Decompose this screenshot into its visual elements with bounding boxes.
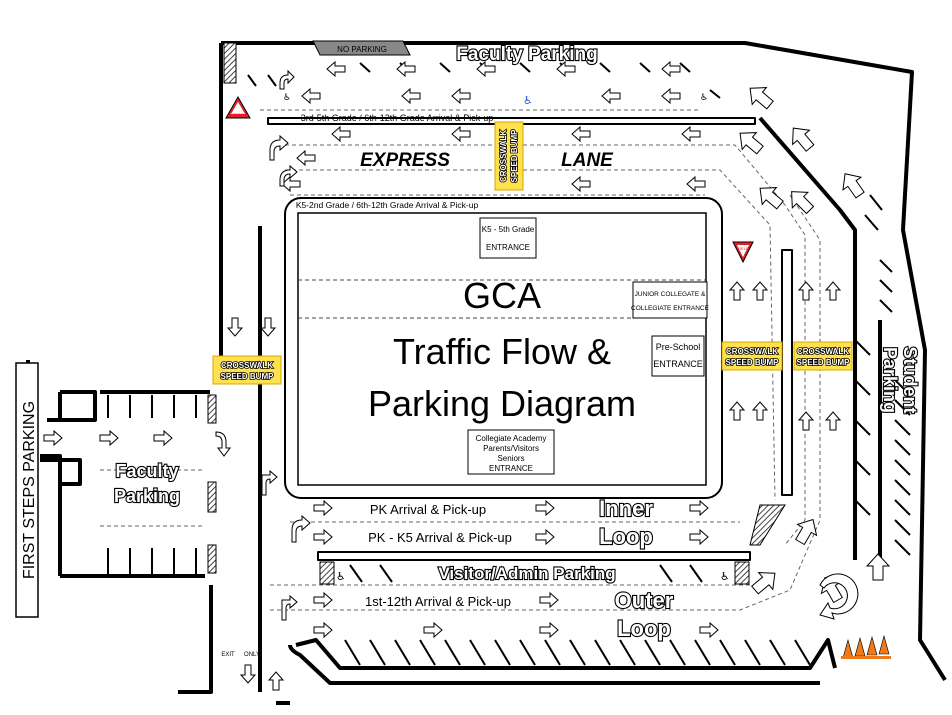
express-label: EXPRESS: [360, 150, 450, 171]
svg-text:STOP: STOP: [233, 112, 244, 117]
svg-text:Seniors: Seniors: [497, 454, 524, 463]
turn-arrows: [215, 69, 311, 621]
student-stalls: [854, 194, 911, 556]
crosswalk-speed-bump-3: CROSSWALK SPEED BUMP: [721, 341, 783, 371]
entrance-k5: K5 - 5th Grade ENTRANCE: [479, 217, 537, 259]
roundabout-arrows: [819, 573, 859, 620]
handicap-icon: ♿: [523, 94, 533, 107]
student-parking-label-group: Student Parking: [879, 345, 921, 414]
first-steps-label-group: FIRST STEPS PARKING: [15, 362, 39, 618]
road-boundaries: [26, 41, 947, 705]
traffic-cones: [841, 634, 891, 659]
svg-text:YIELD: YIELD: [737, 246, 749, 251]
svg-text:COLLEGIATE ENTRANCE: COLLEGIATE ENTRANCE: [631, 305, 710, 312]
svg-text:ENTRANCE: ENTRANCE: [653, 359, 703, 369]
loop-label-1: Loop: [599, 524, 653, 549]
first-steps-label: FIRST STEPS PARKING: [21, 401, 38, 579]
pk-k5-arrival-label: PK - K5 Arrival & Pick-up: [368, 530, 512, 545]
svg-text:Parents/Visitors: Parents/Visitors: [483, 444, 539, 453]
svg-text:SPEED BUMP: SPEED BUMP: [510, 129, 519, 183]
student-label-2: Parking: [880, 347, 900, 413]
no-parking-sign: NO PARKING: [312, 40, 411, 56]
outer-label: Outer: [615, 588, 674, 613]
crosswalk-speed-bump-4: CROSSWALK SPEED BUMP: [793, 341, 853, 371]
pk-arrival-label: PK Arrival & Pick-up: [370, 502, 486, 517]
entrance-preschool: Pre-School ENTRANCE: [651, 335, 705, 377]
title-line-3: Parking Diagram: [368, 383, 636, 424]
svg-text:SPEED BUMP: SPEED BUMP: [797, 358, 851, 367]
hatched-zones: [207, 42, 786, 585]
faculty-parking-top-label: Faculty Parking: [456, 44, 598, 65]
first-steps-stalls: [107, 395, 197, 574]
lane-label: LANE: [561, 150, 614, 171]
handicap-icons: ♿ ♿ ♿ ♿ ♿: [283, 93, 730, 583]
handicap-icon: ♿: [700, 93, 708, 103]
student-label-1: Student: [900, 347, 920, 414]
handicap-icon: ♿: [283, 93, 291, 103]
loop-label-2: Loop: [617, 616, 671, 641]
visitor-stalls: [344, 564, 811, 666]
handicap-icon: ♿: [720, 570, 730, 583]
svg-text:CROSSWALK: CROSSWALK: [221, 361, 273, 370]
svg-text:SPEED BUMP: SPEED BUMP: [221, 372, 275, 381]
only-label: ONLY: [244, 652, 260, 658]
svg-text:Collegiate Academy: Collegiate Academy: [476, 434, 547, 443]
no-parking-label: NO PARKING: [337, 45, 387, 54]
svg-text:Pre-School: Pre-School: [656, 342, 701, 352]
visitor-parking-label: Visitor/Admin Parking: [438, 564, 615, 583]
exit-label: EXIT: [221, 652, 235, 658]
svg-text:K5 - 5th Grade: K5 - 5th Grade: [482, 225, 535, 234]
svg-text:JUNIOR COLLEGATE &: JUNIOR COLLEGATE &: [635, 291, 706, 298]
inner-label: Inner: [599, 496, 653, 521]
svg-text:CROSSWALK: CROSSWALK: [726, 347, 778, 356]
title-line-1: GCA: [463, 275, 541, 316]
title-line-2: Traffic Flow &: [393, 331, 611, 372]
faculty-left-label-2: Parking: [114, 486, 180, 506]
svg-text:ENTRANCE: ENTRANCE: [489, 464, 533, 473]
faculty-left-label-1: Faculty: [115, 461, 178, 481]
k5-lane-label: K5-2nd Grade / 6th-12th Grade Arrival & …: [296, 200, 479, 210]
entrance-junior-collegiate: JUNIOR COLLEGATE & COLLEGIATE ENTRANCE: [631, 281, 710, 319]
svg-text:ENTRANCE: ENTRANCE: [486, 243, 530, 252]
crosswalk-speed-bump-2: CROSSWALK SPEED BUMP: [494, 121, 524, 191]
first-12-arrival-label: 1st-12th Arrival & Pick-up: [365, 594, 511, 609]
crosswalk-speed-bump-1: CROSSWALK SPEED BUMP: [212, 355, 282, 385]
svg-text:CROSSWALK: CROSSWALK: [499, 130, 508, 182]
stop-sign: STOP: [225, 95, 251, 119]
yield-sign: YIELD: [732, 241, 754, 264]
svg-text:SPEED BUMP: SPEED BUMP: [726, 358, 780, 367]
handicap-icon: ♿: [336, 570, 346, 583]
entrance-collegiate: Collegiate Academy Parents/Visitors Seni…: [467, 429, 555, 475]
top-lane-label: 3rd-5th Grade / 6th-12th Grade Arrival &…: [301, 113, 494, 123]
svg-text:CROSSWALK: CROSSWALK: [797, 347, 849, 356]
